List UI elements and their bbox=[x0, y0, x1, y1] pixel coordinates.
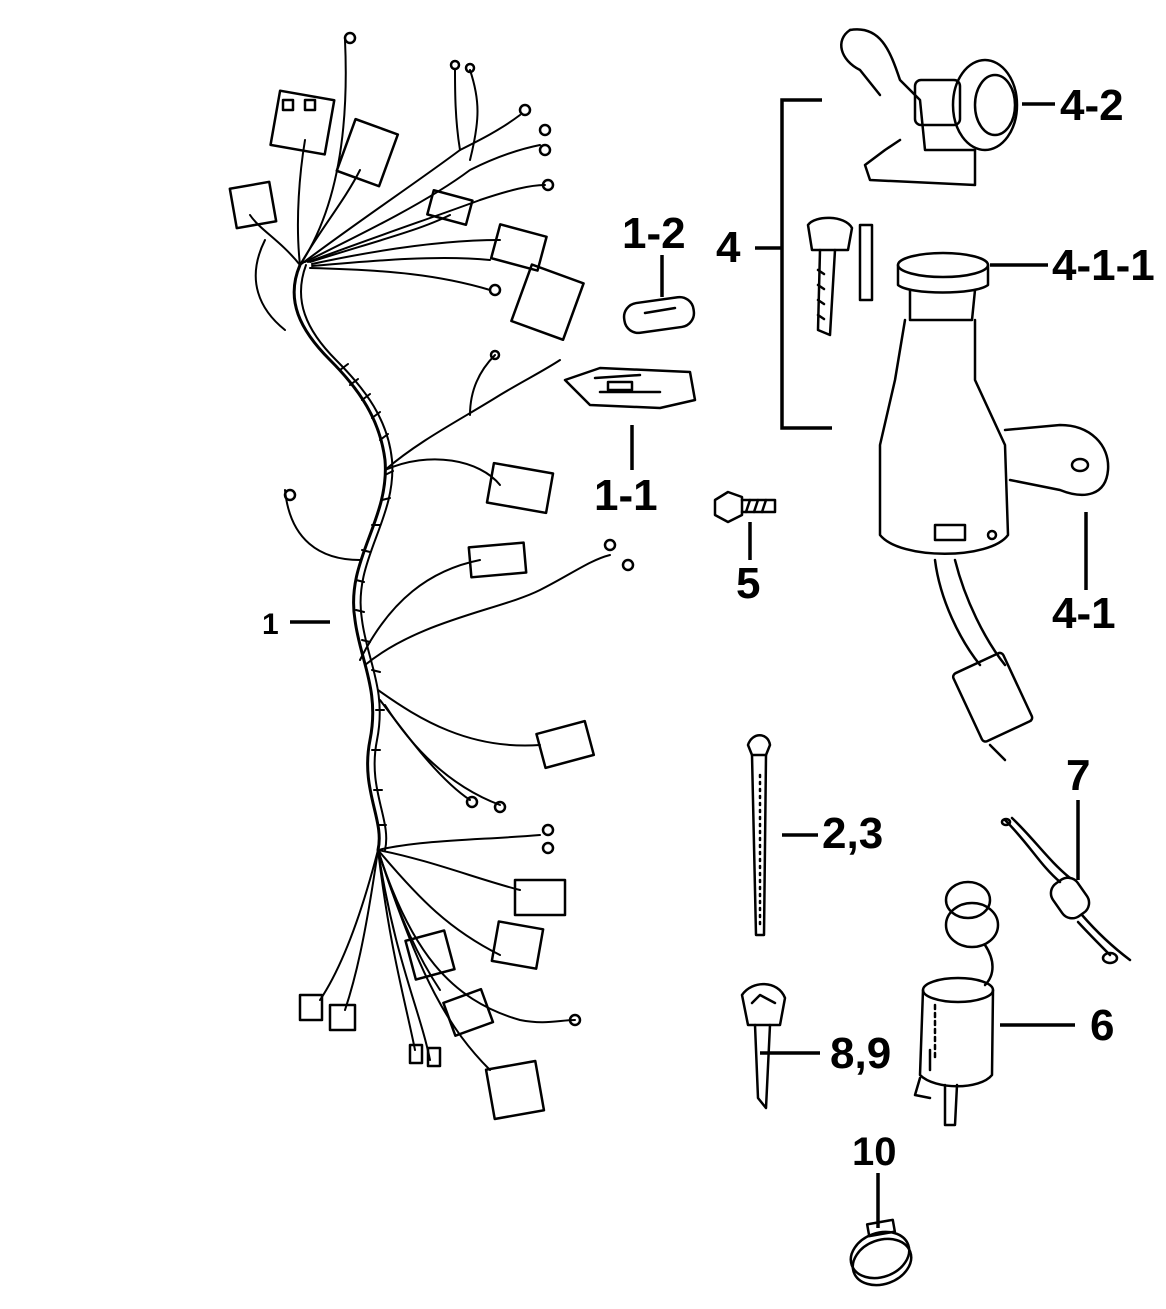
callout-10: 10 bbox=[852, 1130, 897, 1174]
callout-labels: 1 1-1 1-2 2,3 4 4-1 4-1-1 4-2 5 6 7 8,9 … bbox=[262, 81, 1155, 1174]
callout-2-3: 2,3 bbox=[822, 809, 883, 858]
callout-4-1: 4-1 bbox=[1052, 589, 1116, 638]
callout-8-9: 8,9 bbox=[830, 1029, 891, 1078]
callout-7: 7 bbox=[1066, 751, 1090, 800]
callout-1: 1 bbox=[262, 608, 279, 641]
callout-1-2: 1-2 bbox=[622, 209, 686, 258]
part-10-clamp bbox=[849, 1218, 913, 1287]
part-4-2-seat-lock bbox=[840, 28, 1019, 187]
wiring-harness bbox=[249, 39, 611, 1071]
part-2-3-cable-tie bbox=[746, 734, 772, 937]
callout-1-1: 1-1 bbox=[594, 471, 658, 520]
part-6-power-socket bbox=[913, 880, 1000, 1127]
callout-6: 6 bbox=[1090, 1001, 1114, 1050]
part-4-key bbox=[806, 216, 874, 337]
callout-5: 5 bbox=[736, 559, 760, 608]
callout-4: 4 bbox=[716, 223, 741, 272]
harness-connectors bbox=[228, 31, 635, 1121]
callout-4-2: 4-2 bbox=[1060, 81, 1124, 130]
part-8-9-key bbox=[740, 982, 787, 1110]
leader-lines bbox=[290, 98, 1088, 1228]
callout-4-1-1: 4-1-1 bbox=[1052, 241, 1155, 290]
part-1-2-sleeve bbox=[622, 295, 696, 335]
part-7-fuse bbox=[1000, 816, 1132, 965]
harness-wrap-marks bbox=[339, 363, 394, 826]
part-5-bolt bbox=[713, 490, 777, 524]
part-1-1-switch-block bbox=[563, 366, 697, 410]
part-4-1-ignition-switch bbox=[878, 251, 1110, 762]
